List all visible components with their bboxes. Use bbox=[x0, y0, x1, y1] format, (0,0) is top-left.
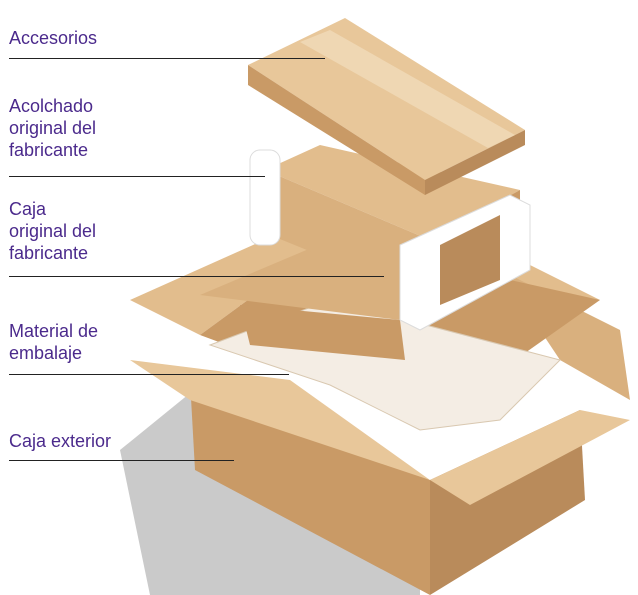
inner-box-top bbox=[265, 145, 520, 240]
outer-box-front-flap-left bbox=[130, 360, 430, 480]
foam-cap-left bbox=[249, 149, 281, 246]
leader-line-material-embalaje bbox=[9, 374, 289, 375]
foam-cap-right-window bbox=[440, 215, 500, 305]
accessories-box-front bbox=[248, 65, 425, 195]
label-accesorios: Accesorios bbox=[9, 28, 98, 48]
label-material-embalaje: Material de embalaje bbox=[9, 321, 99, 363]
accessories-box-tape bbox=[300, 30, 515, 148]
leader-line-caja-exterior bbox=[9, 460, 234, 461]
accessories-box-side bbox=[425, 130, 525, 195]
label-caja-original: Caja original del fabricante bbox=[9, 199, 97, 263]
label-acolchado: Acolchado original del fabricante bbox=[9, 96, 97, 160]
leader-line-acolchado bbox=[9, 176, 265, 177]
leader-line-caja-original bbox=[9, 276, 384, 277]
outer-box-left-side bbox=[190, 380, 430, 595]
outer-box-back-flap-left bbox=[130, 215, 330, 335]
label-caja-exterior: Caja exterior bbox=[9, 431, 112, 451]
leader-line-accesorios bbox=[9, 58, 325, 59]
inner-box-left bbox=[240, 305, 405, 360]
outer-box-front-flap-right bbox=[430, 410, 630, 505]
inner-box-front bbox=[265, 170, 430, 300]
